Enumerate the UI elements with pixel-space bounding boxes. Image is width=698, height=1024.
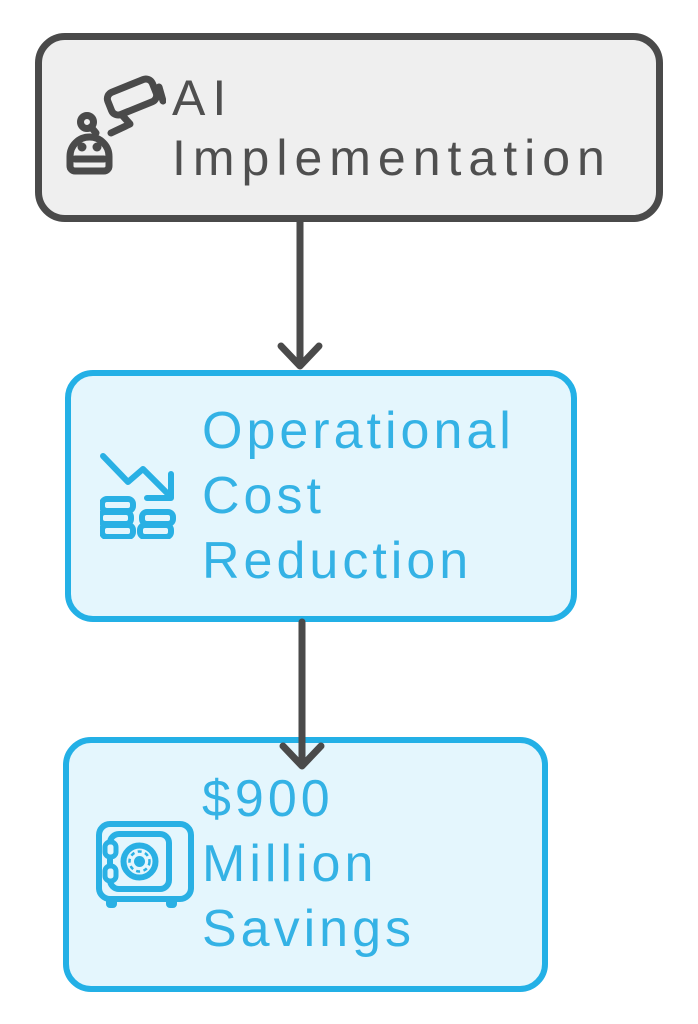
node-label-line: Cost (202, 466, 325, 525)
node-900-million-savings: $900 Million Savings (63, 737, 548, 992)
node-ai-implementation: AI Implementation (35, 33, 663, 222)
safe-vault-icon (96, 820, 194, 908)
node-label-line: Million (202, 835, 378, 893)
node-label-line: AI (172, 69, 234, 126)
node-label: AI Implementation (172, 68, 612, 188)
node-operational-cost-reduction: Operational Cost Reduction (65, 370, 577, 622)
cost-reduction-icon (100, 453, 176, 539)
node-label-line: $900 (202, 770, 334, 828)
node-label-line: Operational (202, 401, 515, 460)
node-label: Operational Cost Reduction (202, 399, 515, 594)
robot-announcement-icon (66, 75, 166, 175)
node-label-line: Reduction (202, 531, 473, 590)
node-label-line: Savings (202, 900, 415, 958)
node-label: $900 Million Savings (202, 767, 415, 962)
node-label-line: Implementation (172, 129, 612, 186)
arrow-ai-to-cost (277, 218, 323, 370)
